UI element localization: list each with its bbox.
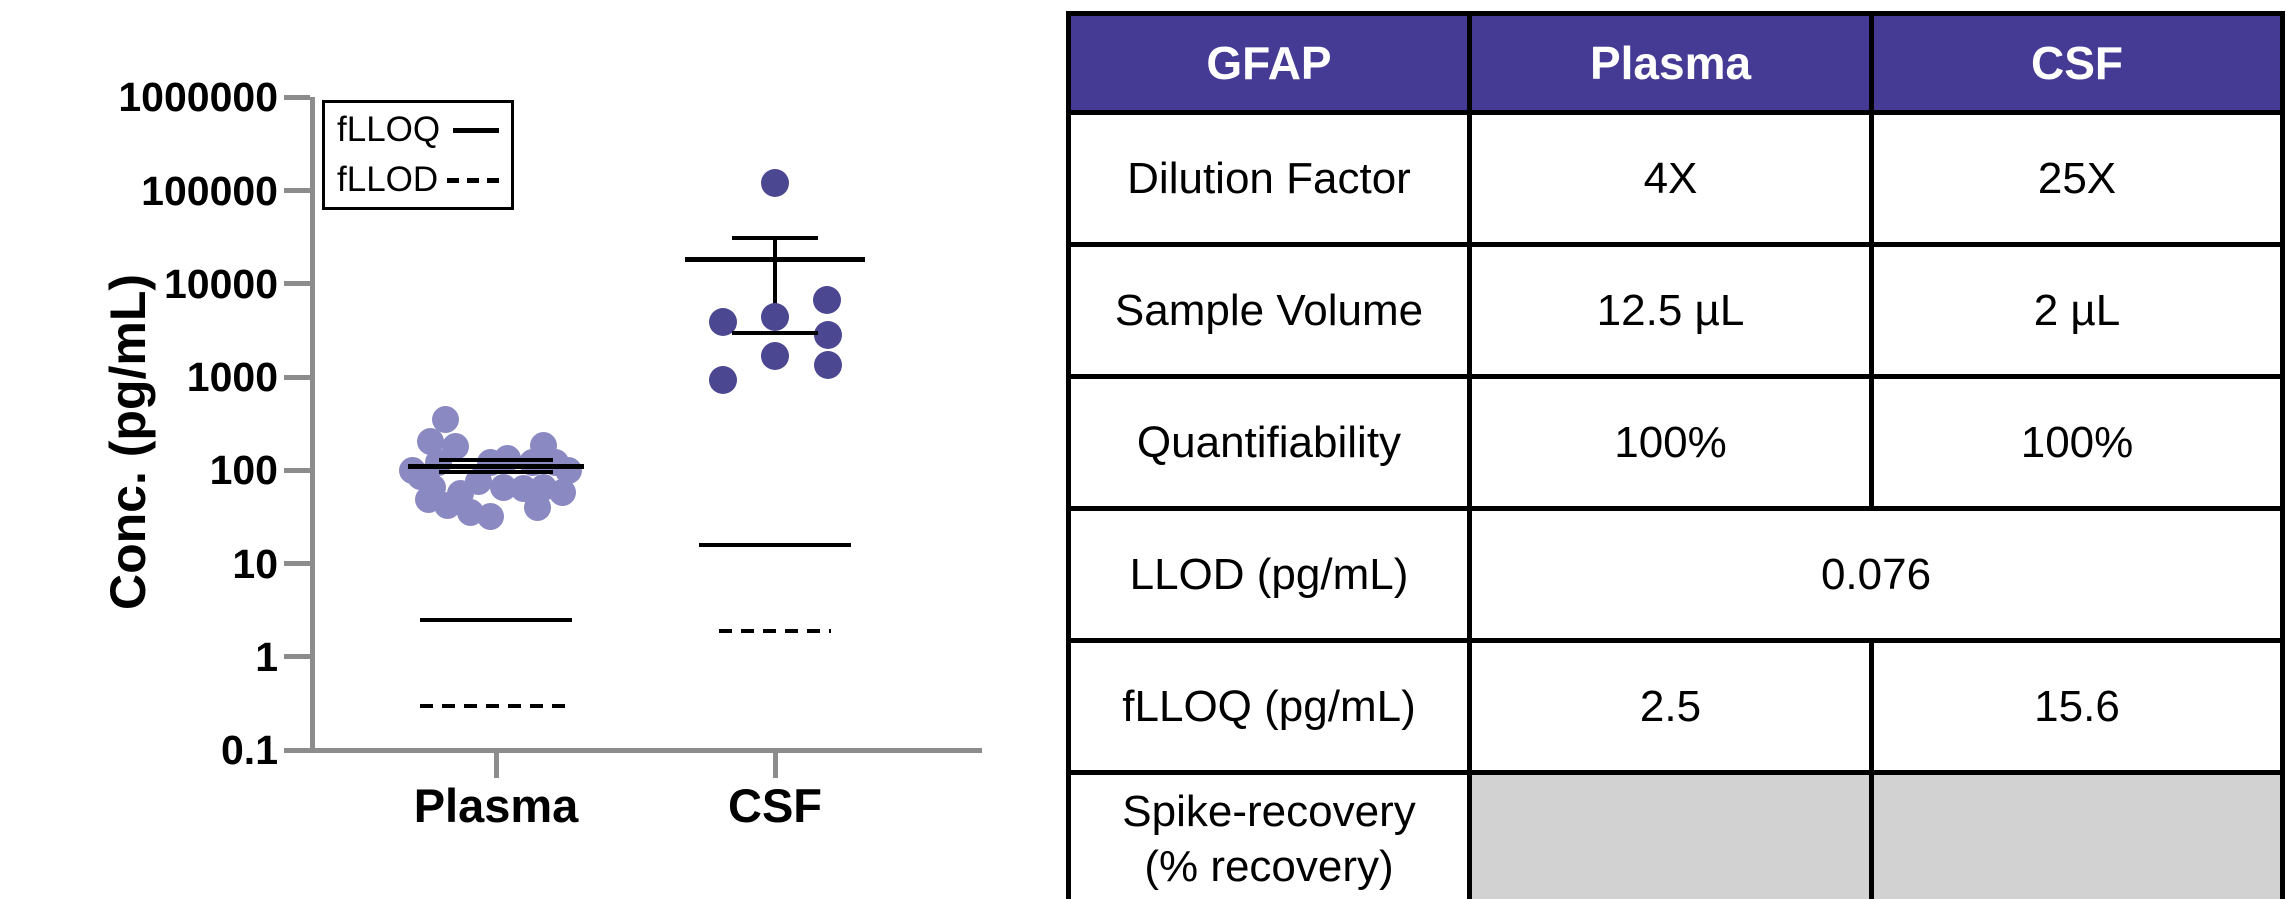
cell-csf: 2 µL <box>1869 242 2285 379</box>
csf-data-point <box>814 350 842 379</box>
y-axis-tick-label: 100000 <box>141 167 278 214</box>
y-axis-tick-label: 1 <box>255 633 278 680</box>
legend-entry-fllod: fLLOD <box>337 160 499 200</box>
table-header-row: GFAP Plasma CSF <box>1066 11 2285 115</box>
cell-plasma <box>1467 770 1874 899</box>
y-axis-line <box>310 97 315 750</box>
plasma-flloq-line <box>420 617 572 622</box>
y-axis-tick <box>284 654 310 660</box>
plasma-data-point <box>476 502 504 530</box>
y-axis-tick-label: 10000 <box>163 260 278 307</box>
csf-error-cap-lower <box>732 330 818 335</box>
cell-csf: 15.6 <box>1869 638 2285 775</box>
row-label: Dilution Factor <box>1066 110 1472 247</box>
x-axis-line <box>284 748 982 753</box>
cell-csf: 100% <box>1869 374 2285 511</box>
cell-plasma: 12.5 µL <box>1467 242 1874 379</box>
y-axis-tick <box>284 467 310 473</box>
y-axis-tick <box>284 374 310 380</box>
x-axis-tick <box>772 750 778 778</box>
cell-plasma: 100% <box>1467 374 1874 511</box>
csf-error-bar-vertical <box>773 237 777 305</box>
header-cell-csf: CSF <box>1869 11 2285 115</box>
solid-line-swatch <box>453 127 499 133</box>
y-axis-tick <box>284 188 310 193</box>
csf-data-point <box>813 285 841 314</box>
csf-data-point <box>761 169 789 198</box>
row-label: Sample Volume <box>1066 242 1472 379</box>
row-label: Spike-recovery (% recovery) <box>1066 770 1472 899</box>
csf-flloq-line <box>699 543 851 548</box>
y-axis-tick-label: 0.1 <box>221 727 278 773</box>
plasma-error-cap-upper <box>439 458 553 463</box>
y-axis-tick-label: 10 <box>232 540 278 587</box>
cell-plasma: 4X <box>1467 110 1874 247</box>
x-axis-tick <box>493 750 499 778</box>
plasma-mean-line <box>408 463 584 469</box>
plasma-fllod-line <box>420 703 572 708</box>
y-axis-tick-label: 1000 <box>186 354 278 400</box>
legend-label-flloq: fLLOQ <box>337 110 441 149</box>
row-label: LLOD (pg/mL) <box>1066 506 1472 643</box>
plasma-data-point <box>523 493 551 521</box>
y-axis-tick <box>284 94 310 100</box>
csf-error-cap-upper <box>732 235 818 240</box>
csf-fllod-line <box>719 628 831 633</box>
legend-entry-flloq: fLLOQ <box>337 110 499 150</box>
y-axis-tick <box>284 561 310 566</box>
csf-data-point <box>709 365 737 394</box>
category-label-csf: CSF <box>728 779 822 832</box>
y-axis-tick <box>284 281 310 287</box>
cell-csf: 25X <box>1869 110 2285 247</box>
csf-mean-line <box>685 257 865 263</box>
legend-label-fllod: fLLOD <box>337 160 439 199</box>
plasma-error-cap-lower <box>439 469 553 474</box>
y-axis-tick-label: 100 <box>209 447 278 494</box>
table-row: Spike-recovery (% recovery) <box>1066 770 2285 899</box>
dashed-line-swatch <box>447 177 499 183</box>
plasma-data-point <box>548 478 576 506</box>
header-cell-plasma: Plasma <box>1467 11 1874 115</box>
csf-data-point <box>761 341 789 370</box>
cell-merged-value: 0.076 <box>1467 506 2285 643</box>
csf-data-point <box>761 302 789 331</box>
csf-data-point <box>814 321 842 350</box>
row-label: fLLOQ (pg/mL) <box>1066 638 1472 775</box>
legend: fLLOQ fLLOD <box>322 100 514 210</box>
table-row: LLOD (pg/mL)0.076 <box>1066 506 2285 643</box>
header-cell-gfap: GFAP <box>1066 11 1472 115</box>
category-label-plasma: Plasma <box>413 779 579 832</box>
plasma-data-point <box>433 491 461 519</box>
cell-plasma: 2.5 <box>1467 638 1874 775</box>
y-axis-tick <box>284 747 310 753</box>
row-label: Quantifiability <box>1066 374 1472 511</box>
cell-csf <box>1869 770 2285 899</box>
y-axis-tick-label: 1000000 <box>118 74 278 121</box>
